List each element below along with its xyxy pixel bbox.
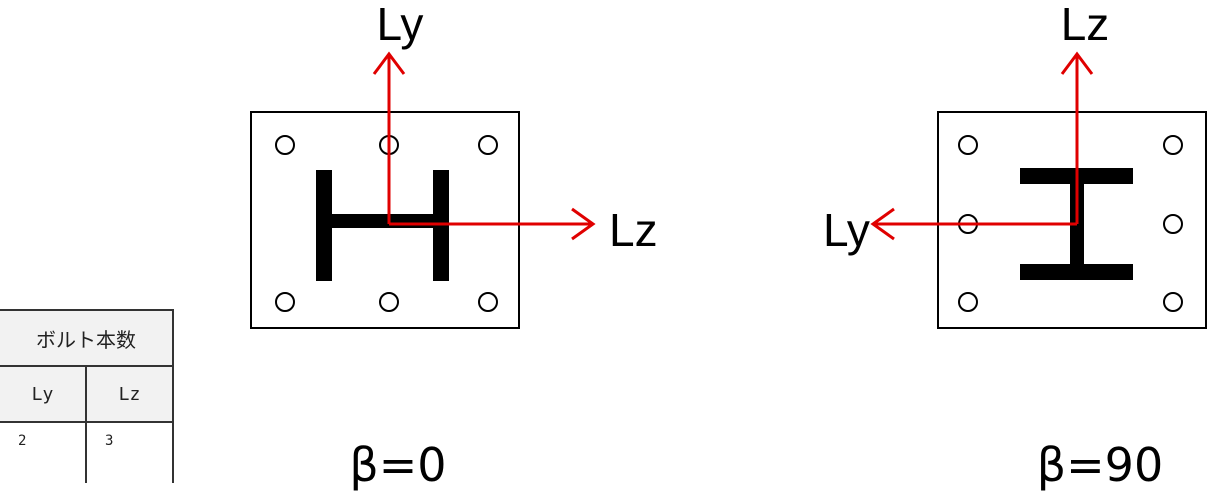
bolt-hole (275, 135, 295, 155)
value-lz[interactable]: 3 (85, 421, 174, 483)
value-ly[interactable]: 2 (0, 421, 87, 483)
base-plate-beta90 (937, 111, 1207, 329)
bolt-count-table: ボルト本数 Ly Lz 2 3 (0, 309, 174, 483)
axes-beta90 (870, 51, 1094, 241)
bolt-hole (1163, 292, 1183, 312)
base-plate-beta0 (250, 111, 520, 329)
caption-beta90: β=90 (1037, 438, 1163, 492)
bolt-hole (478, 292, 498, 312)
axis-label-horizontal-beta0: Lz (609, 204, 658, 256)
axis-label-horizontal-beta90: Ly (823, 204, 870, 256)
axes-beta0 (372, 51, 596, 241)
bolt-count-header: ボルト本数 (0, 309, 174, 367)
axis-label-vertical-beta90: Lz (1061, 0, 1110, 50)
bolt-hole (1163, 214, 1183, 234)
bolt-hole (275, 292, 295, 312)
bolt-hole (958, 292, 978, 312)
column-header-lz: Lz (85, 365, 174, 423)
column-header-ly: Ly (0, 365, 87, 423)
bolt-hole (1163, 135, 1183, 155)
caption-beta0: β=0 (349, 438, 446, 492)
bolt-hole (379, 292, 399, 312)
bolt-hole (958, 135, 978, 155)
bolt-hole (478, 135, 498, 155)
axis-label-vertical-beta0: Ly (377, 0, 424, 50)
